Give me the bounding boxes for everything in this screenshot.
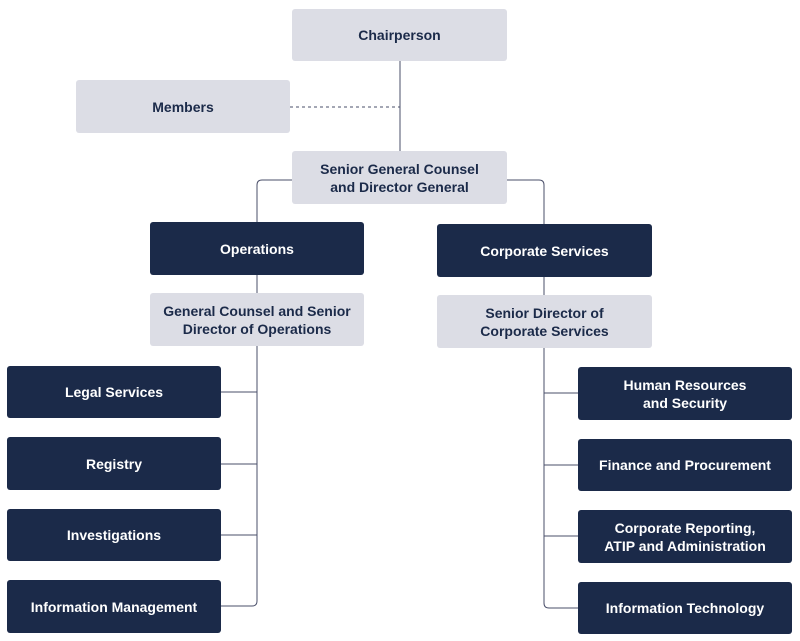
corporate-services-head-label: Senior Director of Corporate Services [480,304,609,339]
information-technology-box: Information Technology [578,582,792,634]
senior-general-counsel-label: Senior General Counsel and Director Gene… [320,160,479,195]
finance-procurement-label: Finance and Procurement [599,457,771,473]
members-label: Members [152,98,214,115]
corporate-reporting-box: Corporate Reporting, ATIP and Administra… [578,510,792,563]
chairperson-box: Chairperson [292,9,507,61]
operations-head-label: General Counsel and Senior Director of O… [163,302,351,337]
human-resources-label: Human Resources and Security [623,376,747,411]
connector-sgc-to-operations [256,179,292,222]
information-technology-label: Information Technology [605,600,765,616]
corporate-services-head-box: Senior Director of Corporate Services [437,295,652,348]
operations-label: Operations [220,240,294,257]
registry-label: Registry [85,455,143,472]
investigations-label: Investigations [66,527,162,543]
chairperson-label: Chairperson [358,27,441,43]
finance-procurement-box: Finance and Procurement [578,439,792,491]
legal-services-label: Legal Services [64,384,164,400]
registry-box: Registry [7,437,221,490]
corporate-services-label: Corporate Services [480,242,609,259]
connector-corporate-trunk [543,348,578,609]
corporate-reporting-label: Corporate Reporting, ATIP and Administra… [604,519,766,554]
operations-head-box: General Counsel and Senior Director of O… [150,293,364,346]
senior-general-counsel-box: Senior General Counsel and Director Gene… [292,151,507,204]
information-management-box: Information Management [7,580,221,633]
members-box: Members [76,80,290,133]
corporate-services-box: Corporate Services [437,224,652,277]
connector-operations-trunk [221,346,258,607]
investigations-box: Investigations [7,509,221,561]
human-resources-box: Human Resources and Security [578,367,792,420]
operations-box: Operations [150,222,364,275]
legal-services-box: Legal Services [7,366,221,418]
connector-sgc-to-corporate [507,179,545,224]
information-management-label: Information Management [30,598,198,615]
